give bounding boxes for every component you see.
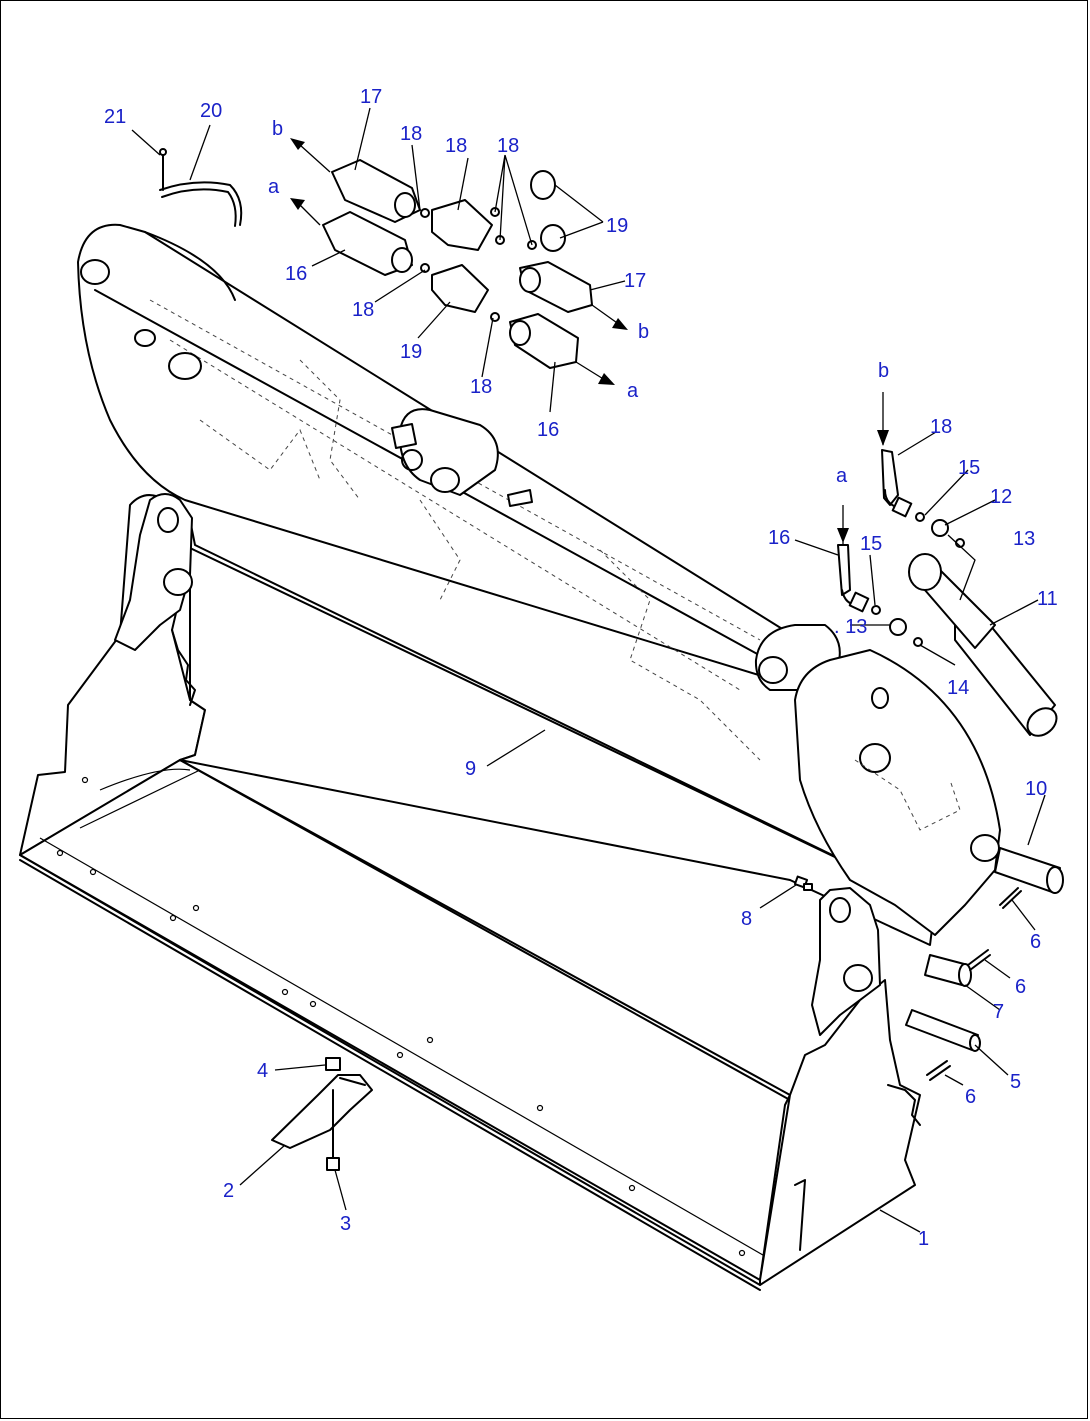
label-21: 21 [104,106,126,128]
label-16-cyl: 18 [930,416,952,438]
label-2: 2 [223,1180,234,1202]
label-7: 7 [993,1001,1004,1023]
label-12-b: . 13 [834,616,867,638]
label-20: 20 [200,100,222,122]
label-9: 9 [465,758,476,780]
pin-7 [924,954,972,987]
label-1: 1 [918,1228,929,1250]
cylinder-11 [908,553,1058,737]
cotter-pins-6 [926,887,1022,1081]
label-18-d: 18 [470,376,492,398]
flow-labels: b a b a b a [268,118,889,487]
label-16-mid: 17 [624,270,646,292]
couplers-top [322,159,593,369]
flow-label-a-right: a [627,380,639,402]
label-5: 5 [1010,1071,1021,1093]
label-19: 19 [606,215,628,237]
grease-fitting-8 [793,875,813,891]
flow-label-a-cyl: a [836,465,848,487]
label-15-mid: 16 [537,419,559,441]
pin-5 [905,1009,981,1052]
flow-label-b-top: b [272,118,283,140]
fittings-cylinder [837,449,965,647]
flow-label-b-cyl: b [878,360,889,382]
flow-label-b-right: b [638,321,649,343]
label-4: 4 [257,1060,268,1082]
label-15-cyl: 16 [768,527,790,549]
label-18-c: 18 [352,299,374,321]
label-10: 10 [1025,778,1047,800]
label-8: 8 [741,908,752,930]
pin-10 [994,847,1064,894]
label-18-b: 18 [497,135,519,157]
leader-lines [131,107,1046,1233]
label-13-b: 14 [947,677,969,699]
label-11: 11 [1037,588,1058,610]
label-12-a: 12 [990,486,1012,508]
label-17-mid: 19 [400,341,422,363]
flow-label-a-top: a [268,176,280,198]
label-14-b: 15 [860,533,882,555]
label-18-a: 18 [400,123,422,145]
label-13-a: 13 [1013,528,1035,550]
label-15-top: 16 [285,263,307,285]
label-16-top: 17 [360,86,382,108]
hose-clamp-20 [159,148,243,227]
part-labels: 21 20 17 18 18 18 19 17 16 18 19 18 16 1… [104,86,1058,1250]
label-6-c: 6 [965,1086,976,1108]
label-14-a: 15 [958,457,980,479]
right-side-housing [794,649,1001,936]
label-6-a: 6 [1030,931,1041,953]
label-3: 3 [340,1213,351,1235]
tooth-assembly [271,1057,373,1171]
beam-center-bracket [391,408,533,507]
bucket-body [19,493,936,1291]
label-17-top: 18 [445,135,467,157]
label-6-b: 6 [1015,976,1026,998]
flow-arrows [290,138,889,545]
